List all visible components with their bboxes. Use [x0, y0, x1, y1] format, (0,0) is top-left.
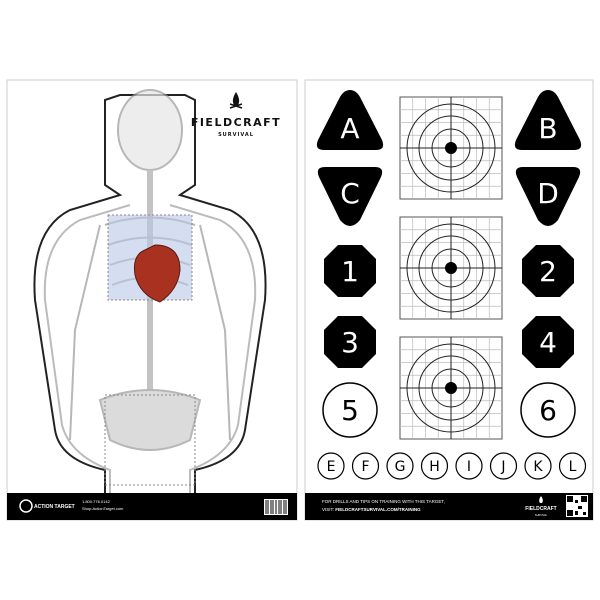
footer-brand: FIELDCRAFT	[525, 506, 556, 512]
small-circle-i	[455, 452, 483, 480]
octagon-3	[324, 316, 376, 368]
target-ring	[406, 223, 496, 313]
label-4: 4	[539, 326, 557, 359]
small-circle-j	[489, 452, 518, 480]
small-label-g: G	[395, 459, 406, 475]
drill-target-sheet: A B C D 1 2 3 4 5 6 E F G H I J K L FOR DRILLS …	[304, 79, 594, 521]
bullseye-target-2	[399, 216, 503, 320]
target-ring	[406, 343, 496, 433]
bullseye-target-1	[399, 96, 503, 200]
letter-shapes: A B C D 1 2 3 4 5 6	[316, 90, 582, 438]
right-footer	[305, 493, 593, 520]
footer-phone: 1.800.776.0142	[82, 499, 111, 504]
small-label-i: I	[467, 459, 471, 475]
triangle-c	[317, 167, 383, 226]
small-circle-g	[386, 452, 414, 480]
footer-line1: FOR DRILLS AND TIPS ON TRAINING WITH THI…	[322, 499, 445, 504]
silhouette-target-sheet: FIELDCRAFT SURVIVAL ACTION TARGET 1.800.…	[6, 79, 298, 521]
target-ring	[418, 355, 484, 421]
fieldcraft-logo: FIELDCRAFT SURVIVAL	[191, 92, 281, 138]
label-2: 2	[539, 255, 557, 288]
small-label-e: E	[327, 459, 336, 475]
small-circle-h	[420, 452, 449, 480]
circle-6	[520, 382, 576, 438]
lungs-zone-border	[107, 214, 193, 301]
label-1: 1	[341, 255, 359, 288]
footer-visit: VISIT:	[322, 507, 334, 512]
label-3: 3	[341, 326, 359, 359]
target-ring	[431, 248, 471, 288]
footer-line2: VISIT: FIELDCRAFTSURVIVAL.COM/TRAINING	[322, 507, 421, 512]
label-6: 6	[539, 394, 557, 427]
small-label-f: F	[361, 459, 369, 475]
octagon-2	[522, 245, 574, 297]
left-footer	[7, 493, 297, 520]
label-b: B	[538, 112, 557, 145]
footer-brand-sub: SURVIVAL	[535, 514, 548, 517]
inner-outline	[43, 204, 257, 493]
target-ring	[418, 235, 484, 301]
circle-5	[322, 382, 378, 438]
small-label-l: L	[569, 459, 577, 475]
bullseye-dot	[445, 262, 457, 274]
bullseye-dot	[445, 142, 457, 154]
barcode	[264, 499, 288, 515]
target-ring	[418, 115, 484, 181]
footer-url[interactable]: FIELDCRAFTSURVIVAL.COM/TRAINING	[335, 507, 421, 512]
target-ring	[431, 128, 471, 168]
label-d: D	[537, 177, 559, 210]
target-ring	[431, 368, 471, 408]
brand-name: FIELDCRAFT	[191, 116, 281, 129]
bullseye-dot	[445, 382, 457, 394]
small-circle-f	[351, 452, 380, 480]
label-c: C	[340, 177, 360, 210]
action-target-logo-icon	[19, 499, 33, 513]
fire-icon	[232, 92, 240, 105]
small-circle-k	[524, 452, 552, 480]
small-label-h: H	[429, 459, 440, 475]
fire-icon	[539, 496, 543, 503]
small-circle-e	[317, 452, 345, 480]
triangle-d	[515, 167, 581, 226]
target-ring	[406, 103, 496, 193]
small-label-j: J	[500, 459, 505, 475]
label-a: A	[340, 112, 359, 145]
triangle-b	[514, 90, 582, 150]
bullseye-target-3	[399, 336, 503, 440]
heart	[134, 244, 181, 303]
qr-code	[566, 495, 588, 517]
small-label-k: K	[533, 459, 543, 475]
label-5: 5	[341, 394, 359, 427]
triangle-a	[316, 90, 384, 150]
brand-sub: SURVIVAL	[218, 132, 254, 138]
footer-logo-text: ACTION TARGET	[34, 504, 75, 510]
footer-site[interactable]: Shop.ActionTarget.com	[82, 506, 124, 511]
octagon-4	[522, 316, 574, 368]
pelvis-zone	[104, 394, 196, 486]
octagon-1	[324, 245, 376, 297]
small-circle-l	[558, 452, 587, 480]
